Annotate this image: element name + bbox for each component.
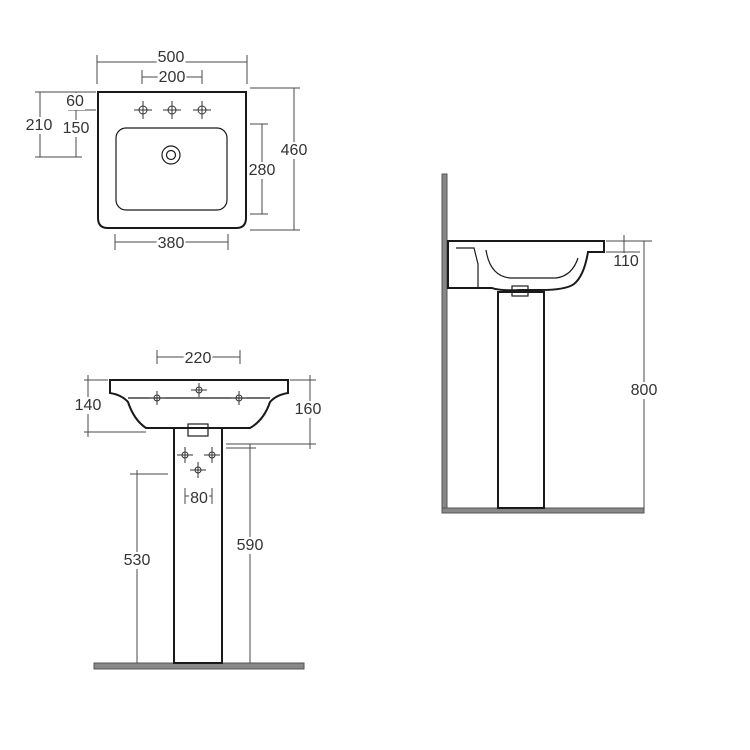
front-height-590-label: 590 — [237, 537, 264, 554]
front-fixing-hole-left — [177, 447, 193, 463]
plan-bowl-depth-label: 280 — [249, 162, 276, 179]
front-basin-body — [109, 379, 289, 429]
label-backdrop — [183, 350, 213, 367]
front-waste — [187, 423, 209, 437]
plan-bowl — [115, 127, 228, 211]
plan-waste-inner — [165, 149, 177, 161]
front-view: 220 140 160 80 530 — [73, 350, 323, 670]
label-backdrop — [157, 69, 187, 86]
front-fixing-hole-lower — [190, 462, 206, 478]
plan-bowl-width-label: 380 — [158, 235, 185, 252]
label-backdrop — [156, 49, 186, 66]
label-backdrop — [156, 235, 186, 252]
side-wall — [441, 173, 448, 512]
plan-tap-hole-right — [193, 101, 211, 119]
side-rim-thickness-label: 110 — [613, 253, 639, 270]
plan-tap-hole-left — [134, 101, 152, 119]
plan-view: 500 200 60 210 150 460 — [24, 49, 309, 252]
label-backdrop — [73, 397, 103, 414]
front-height-530-label: 530 — [124, 552, 151, 569]
front-rim-right-label: 160 — [295, 401, 322, 418]
front-pedestal — [173, 423, 223, 664]
label-backdrop — [61, 120, 91, 137]
plan-tap-hole-center — [163, 101, 181, 119]
label-backdrop — [247, 162, 277, 179]
front-tap-center — [191, 383, 207, 397]
label-backdrop — [293, 401, 323, 418]
label-backdrop — [189, 490, 209, 507]
label-backdrop — [235, 537, 265, 554]
front-tap-left — [149, 391, 165, 405]
plan-back-to-bowl-label: 210 — [26, 117, 53, 134]
front-fixing-hole-right — [204, 447, 220, 463]
side-waste — [511, 285, 529, 297]
label-backdrop — [24, 117, 54, 134]
side-pedestal — [497, 291, 545, 509]
plan-depth-label: 460 — [281, 142, 308, 159]
front-tap-right — [231, 391, 247, 405]
plan-tap-spacing-label: 200 — [159, 69, 186, 86]
plan-bowl-offset-label: 150 — [63, 120, 90, 137]
plan-waste-outer — [161, 145, 181, 165]
label-backdrop — [122, 552, 152, 569]
plan-width-label: 500 — [158, 49, 185, 66]
front-fixing-spacing-label: 80 — [190, 490, 208, 507]
front-rim-left-label: 140 — [75, 397, 102, 414]
side-view: 110 800 — [441, 173, 659, 514]
label-backdrop — [65, 93, 85, 110]
side-height-label: 800 — [631, 382, 658, 399]
side-back-inner — [456, 247, 479, 288]
plan-back-to-tap-label: 60 — [66, 93, 84, 110]
label-backdrop — [629, 382, 659, 399]
label-backdrop — [612, 253, 640, 270]
front-tap-spacing-label: 220 — [185, 350, 212, 367]
label-backdrop — [279, 142, 309, 159]
side-bowl-inner — [485, 249, 579, 279]
